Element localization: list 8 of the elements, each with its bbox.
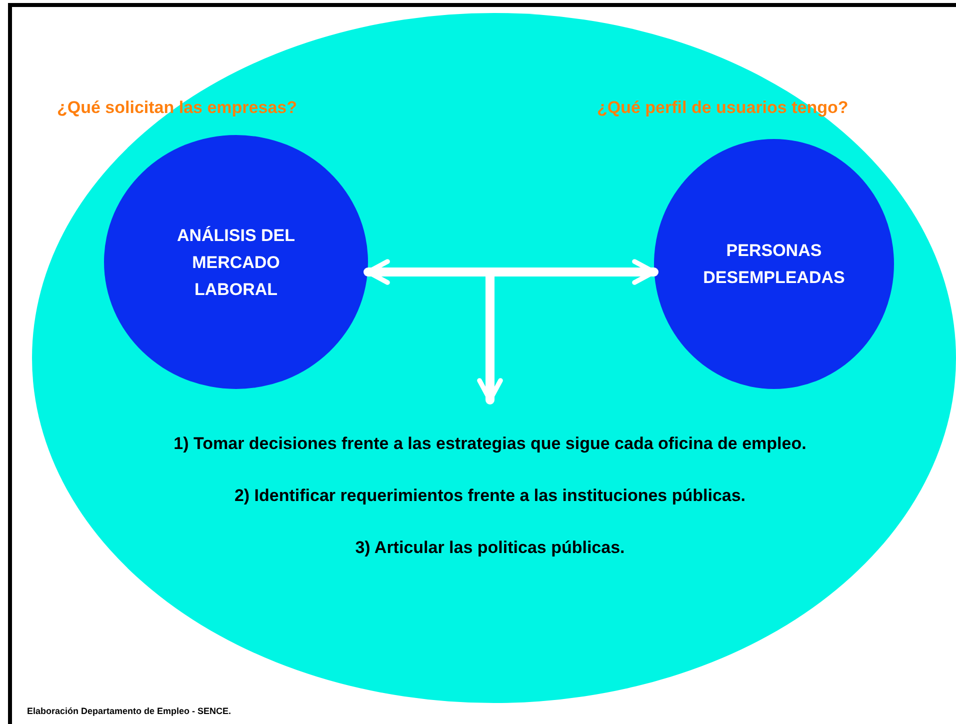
arrow — [364, 259, 658, 285]
topic-circle: ANÁLISIS DEL MERCADO LABORAL — [104, 135, 368, 389]
objective-text: 2) Identificar requerimientos frente a las instituciones públicas. — [233, 485, 747, 507]
source-note: Elaboración Departamento de Empleo - SENCE. — [27, 706, 232, 716]
objective-text: 3) Articular las politicas públicas. — [354, 537, 626, 559]
objective-text: 1) Tomar decisiones frente a las estrategias que sigue cada oficina de empleo. — [172, 433, 808, 455]
topic-circle: PERSONAS DESEMPLEADAS — [654, 139, 894, 389]
question-text: ¿Qué solicitan las empresas? — [57, 98, 297, 118]
